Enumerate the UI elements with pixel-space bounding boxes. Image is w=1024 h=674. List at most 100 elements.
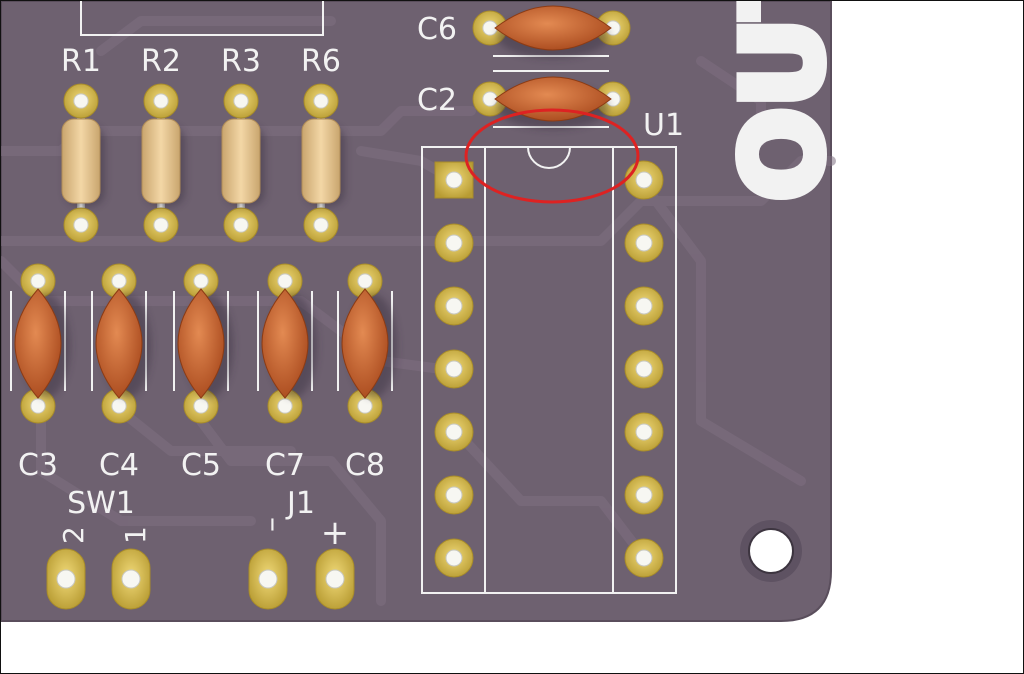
capacitor-pad-hole [277, 398, 293, 414]
capacitor-pad-hole [193, 273, 209, 289]
capacitor-pad-hole [357, 273, 373, 289]
resistor-r6: R6 [301, 44, 345, 243]
jack-ref-label: J1 [285, 486, 315, 521]
capacitor-c2: C2 [417, 70, 631, 129]
resistor-pad-hole [153, 93, 169, 109]
capacitor-ref-label: C7 [265, 448, 305, 483]
capacitor-body [341, 288, 389, 399]
capacitor-pad-hole [277, 273, 293, 289]
resistor-pad-hole [313, 217, 329, 233]
resistor-group: R1 R2 R3 R6 [61, 44, 345, 243]
jack-pin-label-minus: – [254, 517, 289, 532]
ic-pad-hole [445, 360, 463, 378]
ic-pad-hole [635, 297, 653, 315]
resistor-body [301, 118, 341, 204]
resistor-pad-hole [313, 93, 329, 109]
capacitor-c7: C7 [257, 263, 317, 483]
capacitor-pad-hole [111, 398, 127, 414]
resistor-r1: R1 [61, 44, 105, 243]
trace [1, 156, 836, 246]
resistor-r2: R2 [141, 44, 185, 243]
switch-pad-hole [56, 569, 76, 589]
capacitor-c3: C3 [10, 263, 70, 483]
ic-pad-hole [445, 297, 463, 315]
resistor-pad-hole [233, 93, 249, 109]
capacitor-ref-label: C4 [99, 448, 139, 483]
edge-label-out: OUT [719, 1, 847, 201]
bottom-capacitor-group: C3 C4 C5 C7 C8 [10, 263, 397, 483]
capacitor-ref-label: C2 [417, 83, 457, 118]
switch-ref-label: SW1 [67, 486, 135, 521]
ic-u1: U1 [421, 108, 684, 594]
switch-pin-label-1: 1 [119, 526, 152, 544]
capacitor-pad-hole [357, 398, 373, 414]
jack-pad-hole [258, 569, 278, 589]
capacitor-pad-hole [193, 398, 209, 414]
resistor-pad-hole [233, 217, 249, 233]
switch-pads [46, 548, 151, 610]
capacitor-c6: C6 [417, 5, 631, 58]
resistor-ref-label: R2 [141, 44, 181, 79]
trace [696, 56, 766, 146]
ic-pad-hole [445, 423, 463, 441]
jack-pad-hole [325, 569, 345, 589]
resistor-body [221, 118, 261, 204]
capacitor-pad-hole [111, 273, 127, 289]
capacitor-ref-label: C8 [345, 448, 385, 483]
ic-pad-square-hole [445, 171, 463, 189]
ic-pad-hole [635, 171, 653, 189]
resistor-ref-label: R6 [301, 44, 341, 79]
capacitor-ref-label: C5 [181, 448, 221, 483]
capacitor-body [177, 288, 225, 399]
trace [36, 416, 256, 526]
ic-pad-hole [635, 423, 653, 441]
jack-j1: J1 – + [248, 486, 355, 610]
capacitor-ref-label: C3 [18, 448, 58, 483]
trace [636, 176, 806, 486]
trace [116, 406, 296, 456]
capacitor-body [494, 5, 612, 51]
switch-sw1: SW1 2 1 [46, 486, 152, 610]
jack-pin-label-plus: + [321, 513, 350, 553]
capacitor-c8: C8 [337, 263, 397, 483]
component-outline-top [80, 1, 324, 36]
mounting-hole [740, 520, 802, 582]
ic-body-outline [484, 146, 614, 594]
ic-pad-hole [635, 549, 653, 567]
resistor-ref-label: R3 [221, 44, 261, 79]
trace [96, 16, 336, 56]
capacitor-pad-hole [30, 398, 46, 414]
capacitor-body [14, 288, 62, 399]
resistor-r3: R3 [221, 44, 265, 243]
trace [451, 426, 648, 561]
ic-pad-hole [635, 486, 653, 504]
red-ellipse-highlight-icon [464, 108, 640, 204]
resistor-pad-hole [73, 217, 89, 233]
resistor-pad-hole [153, 217, 169, 233]
jack-pads [248, 548, 355, 610]
resistor-ref-label: R1 [61, 44, 101, 79]
ic-pin-group [434, 160, 664, 578]
capacitor-body [95, 288, 143, 399]
capacitor-c5: C5 [173, 263, 233, 483]
pcb-board [1, 1, 832, 622]
switch-pin-label-2: 2 [57, 526, 90, 544]
ic-ref-label: U1 [643, 108, 684, 143]
switch-pad-hole [121, 569, 141, 589]
capacitor-c4: C4 [91, 263, 151, 483]
capacitor-pad-hole [30, 273, 46, 289]
ic-pad-hole [635, 234, 653, 252]
ic-pad-hole [445, 234, 463, 252]
ic-pad-hole [445, 486, 463, 504]
resistor-body [61, 118, 101, 204]
ic-pad-hole [445, 549, 463, 567]
resistor-pad-hole [73, 93, 89, 109]
resistor-body [141, 118, 181, 204]
capacitor-body [261, 288, 309, 399]
ic-pin1-notch [527, 146, 571, 169]
capacitor-body [494, 76, 612, 122]
capacitor-ref-label: C6 [417, 12, 457, 47]
